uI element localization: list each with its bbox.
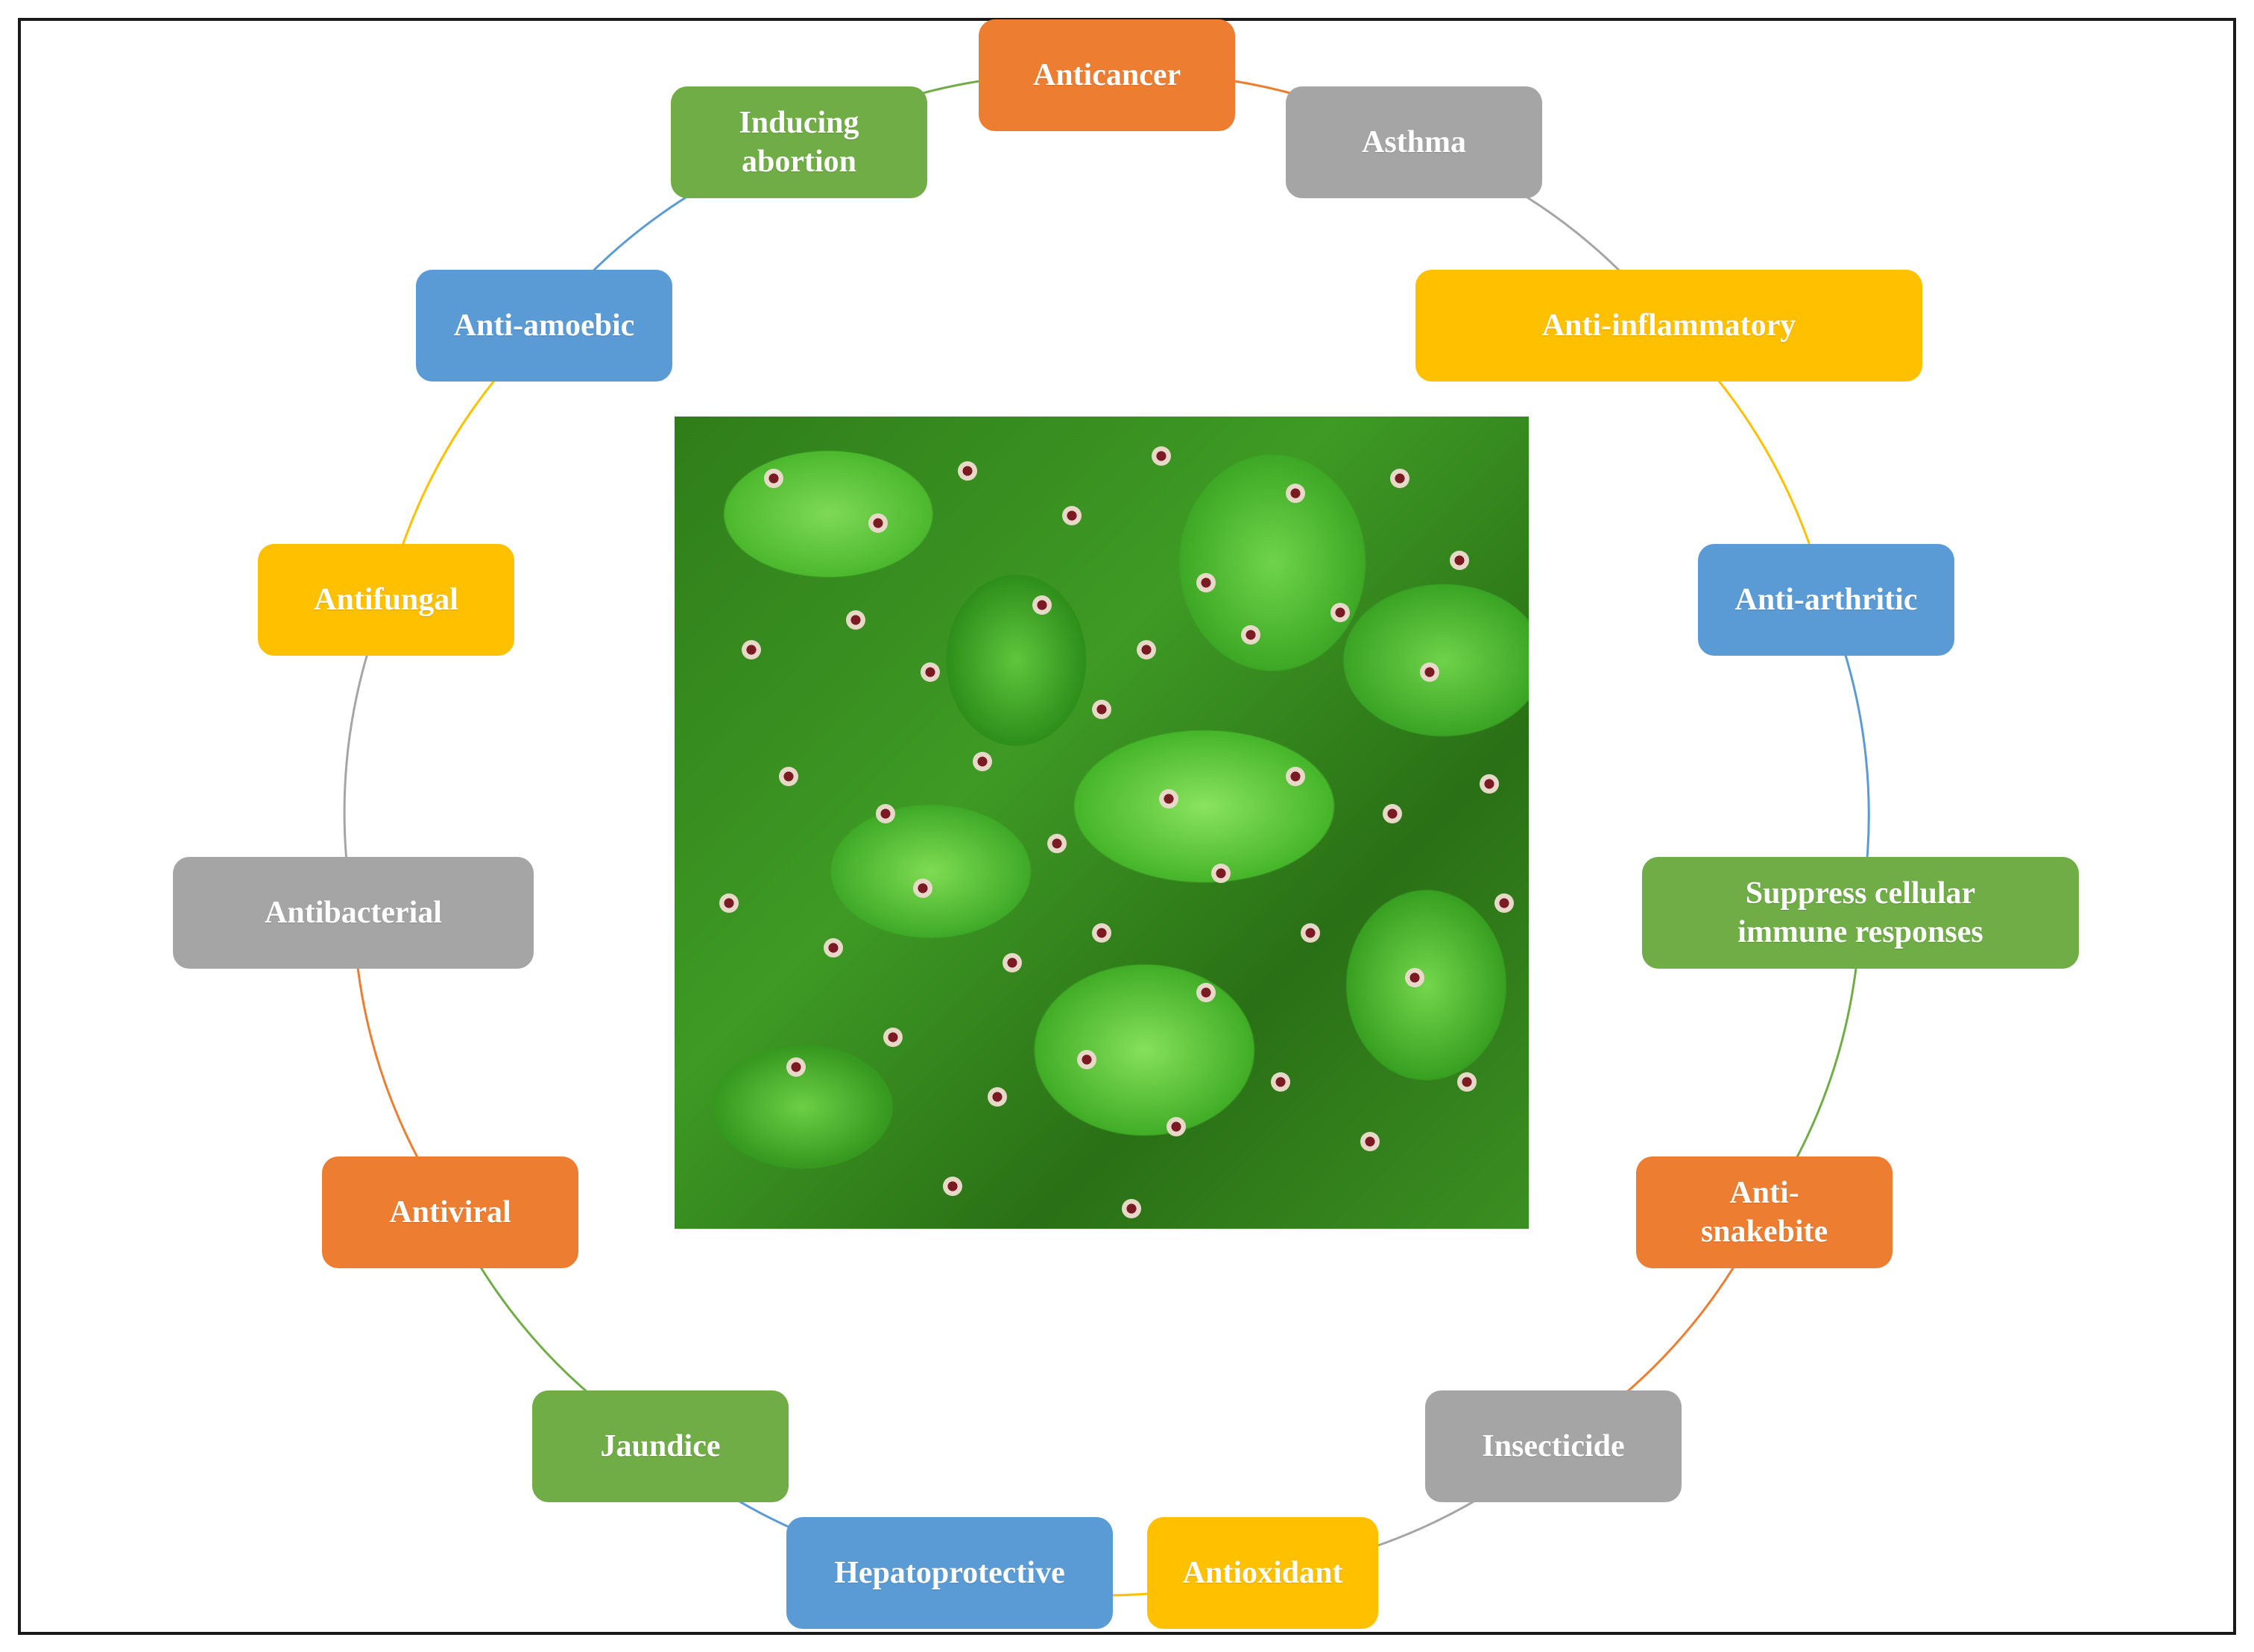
node-suppress-cellular: Suppress cellular immune responses bbox=[1642, 857, 2079, 969]
flower-mark bbox=[1003, 953, 1022, 972]
node-antifungal: Antifungal bbox=[258, 544, 514, 656]
flower-mark bbox=[1480, 774, 1499, 794]
flower-mark bbox=[1137, 640, 1156, 659]
flower-mark bbox=[1047, 834, 1067, 853]
flower-mark bbox=[1077, 1050, 1096, 1069]
node-antioxidant: Antioxidant bbox=[1147, 1517, 1378, 1629]
flower-mark bbox=[876, 804, 895, 823]
flower-mark bbox=[1420, 662, 1439, 682]
flower-mark bbox=[1167, 1117, 1186, 1136]
node-hepatoprotective: Hepatoprotective bbox=[786, 1517, 1113, 1629]
flower-mark bbox=[1450, 551, 1469, 570]
flower-mark bbox=[1122, 1199, 1141, 1218]
node-anti-snakebite: Anti- snakebite bbox=[1636, 1156, 1892, 1268]
flower-mark bbox=[1159, 789, 1178, 808]
flower-mark bbox=[1286, 484, 1305, 503]
flower-mark bbox=[786, 1057, 806, 1077]
flower-mark bbox=[1211, 864, 1231, 883]
flower-mark bbox=[958, 461, 977, 481]
node-anti-amoebic: Anti-amoebic bbox=[416, 270, 672, 382]
flower-mark bbox=[1383, 804, 1402, 823]
flower-mark bbox=[1301, 923, 1320, 943]
node-anticancer: Anticancer bbox=[979, 19, 1235, 131]
flower-mark bbox=[1241, 625, 1260, 645]
flower-mark bbox=[1092, 923, 1111, 943]
flower-mark bbox=[1092, 700, 1111, 719]
flower-mark bbox=[764, 469, 783, 488]
flower-mark bbox=[921, 662, 940, 682]
flower-mark bbox=[824, 938, 843, 958]
flower-mark bbox=[1457, 1072, 1477, 1092]
flower-mark bbox=[973, 752, 992, 771]
flower-mark bbox=[988, 1087, 1007, 1107]
flower-mark bbox=[719, 893, 739, 913]
node-jaundice: Jaundice bbox=[532, 1390, 789, 1502]
flower-mark bbox=[868, 513, 888, 533]
flower-mark bbox=[943, 1177, 962, 1196]
node-asthma: Asthma bbox=[1286, 86, 1542, 198]
flower-mark bbox=[1286, 767, 1305, 786]
flower-mark bbox=[846, 610, 865, 630]
flower-mark bbox=[1330, 603, 1350, 622]
flower-mark bbox=[1390, 469, 1409, 488]
node-anti-arthritic: Anti-arthritic bbox=[1698, 544, 1954, 656]
node-inducing-abortion: Inducing abortion bbox=[671, 86, 927, 198]
node-anti-inflammatory: Anti-inflammatory bbox=[1415, 270, 1922, 382]
node-antiviral: Antiviral bbox=[322, 1156, 578, 1268]
flower-mark bbox=[883, 1028, 903, 1047]
flower-mark bbox=[779, 767, 798, 786]
flower-mark bbox=[1405, 968, 1424, 987]
plant-photo bbox=[675, 417, 1529, 1229]
flower-mark bbox=[1152, 446, 1171, 466]
flower-mark bbox=[1196, 983, 1216, 1002]
flower-mark bbox=[1062, 506, 1082, 525]
flower-mark bbox=[742, 640, 761, 659]
flower-mark bbox=[1271, 1072, 1290, 1092]
flower-mark bbox=[1032, 595, 1052, 615]
node-antibacterial: Antibacterial bbox=[173, 857, 534, 969]
flower-mark bbox=[1196, 573, 1216, 592]
flower-mark bbox=[1494, 893, 1514, 913]
flower-mark bbox=[913, 879, 932, 898]
flower-mark bbox=[1360, 1132, 1380, 1151]
node-insecticide: Insecticide bbox=[1425, 1390, 1682, 1502]
